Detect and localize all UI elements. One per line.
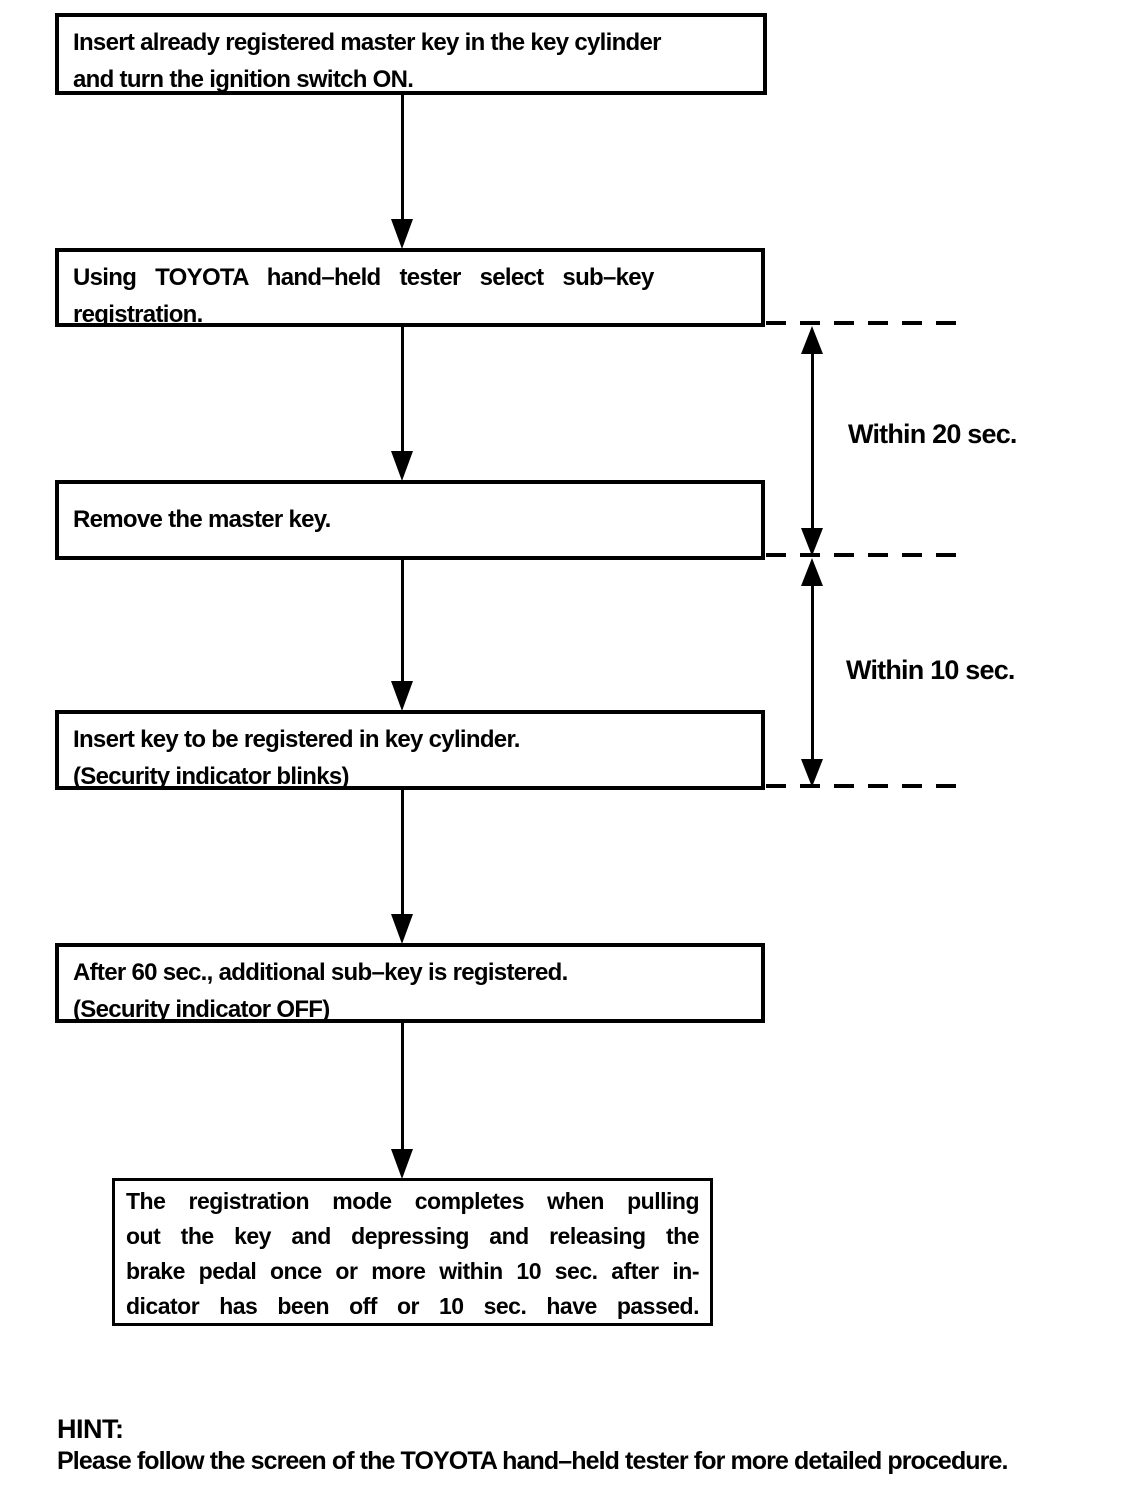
arrow-shaft: [811, 578, 814, 767]
arrow-down-icon: [391, 681, 413, 711]
box-text-line: After 60 sec., additional sub–key is reg…: [73, 959, 568, 986]
box-text-line: Insert key to be registered in key cylin…: [73, 726, 520, 753]
box-text-line: Using TOYOTA hand–held tester select sub…: [73, 264, 654, 291]
timing-label-20sec: Within 20 sec.: [848, 419, 1017, 449]
timing-dashed-line-1: [766, 321, 958, 325]
flow-connector-1: [391, 95, 413, 249]
flow-connector-5: [391, 1023, 413, 1179]
arrow-shaft: [401, 95, 404, 223]
arrow-down-icon: [801, 528, 823, 556]
box-text-line: dicator has been off or 10 sec. have pas…: [126, 1293, 700, 1319]
box-text-line: Remove the master key.: [73, 506, 331, 533]
arrow-shaft: [401, 327, 404, 455]
box-text-line: brake pedal once or more within 10 sec. …: [126, 1258, 700, 1284]
arrow-down-icon: [391, 451, 413, 481]
box-text-line: (Security indicator blinks): [73, 763, 350, 790]
box-text-line: Insert already registered master key in …: [73, 29, 661, 56]
box-text-line: registration.: [73, 301, 203, 328]
arrow-shaft: [401, 790, 404, 918]
box-text-line: (Security indicator OFF): [73, 996, 330, 1023]
flow-connector-2: [391, 327, 413, 481]
flow-box-remove-master-key: Remove the master key.: [55, 480, 765, 560]
flow-box-subkey-registered: After 60 sec., additional sub–key is reg…: [55, 943, 765, 1023]
timing-dashed-line-3: [766, 784, 958, 788]
arrow-up-icon: [801, 558, 823, 586]
arrow-shaft: [401, 560, 404, 685]
arrow-down-icon: [391, 1149, 413, 1179]
flow-box-insert-master-key: Insert already registered master key in …: [55, 13, 767, 95]
flow-connector-3: [391, 560, 413, 711]
flow-box-select-subkey-registration: Using TOYOTA hand–held tester select sub…: [55, 248, 765, 328]
box-text-line: out the key and depressing and releasing…: [126, 1223, 700, 1249]
timing-label-10sec: Within 10 sec.: [846, 655, 1015, 685]
arrow-up-icon: [801, 326, 823, 354]
flow-box-registration-complete: The registration mode completes when pul…: [112, 1178, 713, 1326]
timing-span-arrow-10sec: [801, 558, 823, 787]
arrow-shaft: [401, 1023, 404, 1153]
timing-span-arrow-20sec: [801, 326, 823, 556]
hint-title: HINT:: [57, 1414, 124, 1444]
arrow-down-icon: [391, 219, 413, 249]
hint-body: Please follow the screen of the TOYOTA h…: [57, 1447, 1008, 1475]
box-text-line: and turn the ignition switch ON.: [73, 66, 414, 93]
box-text-line: The registration mode completes when pul…: [126, 1188, 700, 1214]
arrow-down-icon: [391, 914, 413, 944]
flow-box-insert-new-key: Insert key to be registered in key cylin…: [55, 710, 765, 790]
arrow-shaft: [811, 346, 814, 536]
arrow-down-icon: [801, 759, 823, 787]
flow-connector-4: [391, 790, 413, 944]
timing-dashed-line-2: [766, 553, 958, 557]
